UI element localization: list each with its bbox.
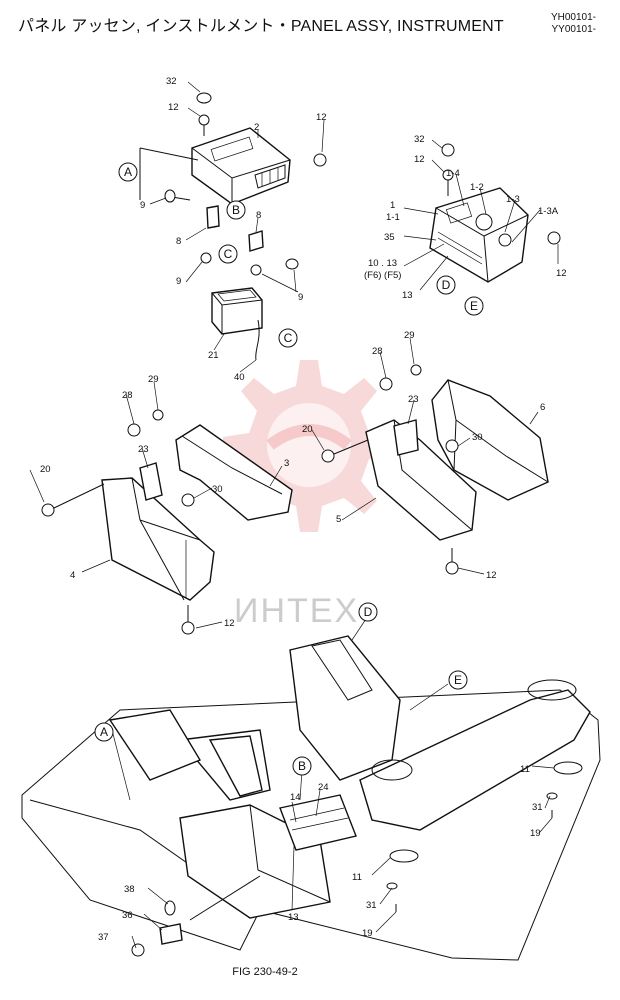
part-label: 4 <box>70 570 75 581</box>
cover-right-assembly <box>321 364 549 575</box>
callout-e-base: E <box>448 670 468 690</box>
part-label: 40 <box>234 372 245 383</box>
part-label: 13 <box>288 912 299 923</box>
part-label: 29 <box>148 374 159 385</box>
part-label: 28 <box>372 346 383 357</box>
svg-text:C: C <box>284 331 293 345</box>
part-label: 11 <box>520 764 530 775</box>
part-label: 35 <box>384 232 395 243</box>
leader-lines <box>29 81 559 949</box>
part-label: 1-2 <box>470 182 484 193</box>
part-label: 30 <box>212 484 223 495</box>
part-label: 9 <box>298 292 303 303</box>
part-label: 6 <box>540 402 545 413</box>
callout-d-base: D <box>358 602 378 622</box>
part-label: 12 <box>556 268 567 279</box>
part-label: 8 <box>256 210 261 221</box>
part-label: 1-1 <box>386 212 400 223</box>
cover-left-assembly <box>41 409 293 635</box>
watermark-text: ИНТЕХ <box>234 592 359 630</box>
part-label: 1 <box>390 200 395 211</box>
callout-b-top: B <box>226 200 246 220</box>
part-label: 30 <box>472 432 483 443</box>
part-label: 37 <box>98 932 109 943</box>
part-label: 13 <box>402 290 413 301</box>
part-label: (F6) (F5) <box>364 270 401 281</box>
svg-text:B: B <box>232 203 240 217</box>
model-code-2: YY00101- <box>551 24 596 35</box>
part-label: 32 <box>166 76 177 87</box>
part-label: 10 . 13 <box>368 258 397 269</box>
callout-c-left: C <box>218 244 238 264</box>
svg-text:C: C <box>224 247 233 261</box>
svg-text:A: A <box>100 725 108 739</box>
part-label: 32 <box>414 134 425 145</box>
part-label: 11 <box>352 872 362 883</box>
callout-b-base: B <box>292 756 312 776</box>
part-label: 12 <box>168 102 179 113</box>
part-label: 1-3 <box>506 194 520 205</box>
svg-text:E: E <box>454 673 462 687</box>
part-label: 36 <box>122 910 133 921</box>
panel-1-assembly <box>429 143 561 283</box>
part-label: 8 <box>176 236 181 247</box>
part-label: 12 <box>316 112 327 123</box>
part-label: 21 <box>208 350 219 361</box>
callout-e-top: E <box>464 296 484 316</box>
part-label: 29 <box>404 330 415 341</box>
svg-text:E: E <box>470 299 478 313</box>
part-label: 23 <box>138 444 149 455</box>
part-label: 3 <box>284 458 289 469</box>
part-label: 12 <box>414 154 425 165</box>
figure-caption: FIG 230-49-2 <box>232 966 298 978</box>
part-label: 31 <box>366 900 377 911</box>
part-label: 14 <box>290 792 301 803</box>
svg-text:D: D <box>442 278 451 292</box>
part-label: 20 <box>40 464 51 475</box>
part-label: 12 <box>486 570 497 581</box>
callout-d-top: D <box>436 275 456 295</box>
part-label: 23 <box>408 394 419 405</box>
part-label: 20 <box>302 424 313 435</box>
part-labels: 32 12 2 12 9 8 8 9 9 21 40 32 12 1-4 1-2… <box>40 76 567 943</box>
svg-text:B: B <box>298 759 306 773</box>
page-title: パネル アッセン, インストルメント・PANEL ASSY, INSTRUMEN… <box>18 18 504 35</box>
part-label: 1-4 <box>446 168 460 179</box>
callout-a-top: A <box>118 162 138 182</box>
part-label: 9 <box>176 276 181 287</box>
callout-a-base: A <box>94 722 114 742</box>
part-label: 24 <box>318 782 329 793</box>
part-label: 5 <box>336 514 341 525</box>
part-label: 2 <box>254 122 259 133</box>
part-label: 19 <box>530 828 541 839</box>
model-code-1: YH00101- <box>550 12 596 23</box>
base-frame-assembly <box>21 635 601 961</box>
part-label: 28 <box>122 390 133 401</box>
svg-text:D: D <box>364 605 373 619</box>
part-label: 19 <box>362 928 373 939</box>
part-label: 38 <box>124 884 135 895</box>
panel-2-assembly <box>139 92 327 276</box>
module-21 <box>211 287 263 361</box>
part-label: 9 <box>140 200 145 211</box>
callout-c-module: C <box>278 328 298 348</box>
part-label: 31 <box>532 802 543 813</box>
part-label: 1-3A <box>538 206 559 217</box>
part-label: 12 <box>224 618 235 629</box>
svg-text:A: A <box>124 165 132 179</box>
